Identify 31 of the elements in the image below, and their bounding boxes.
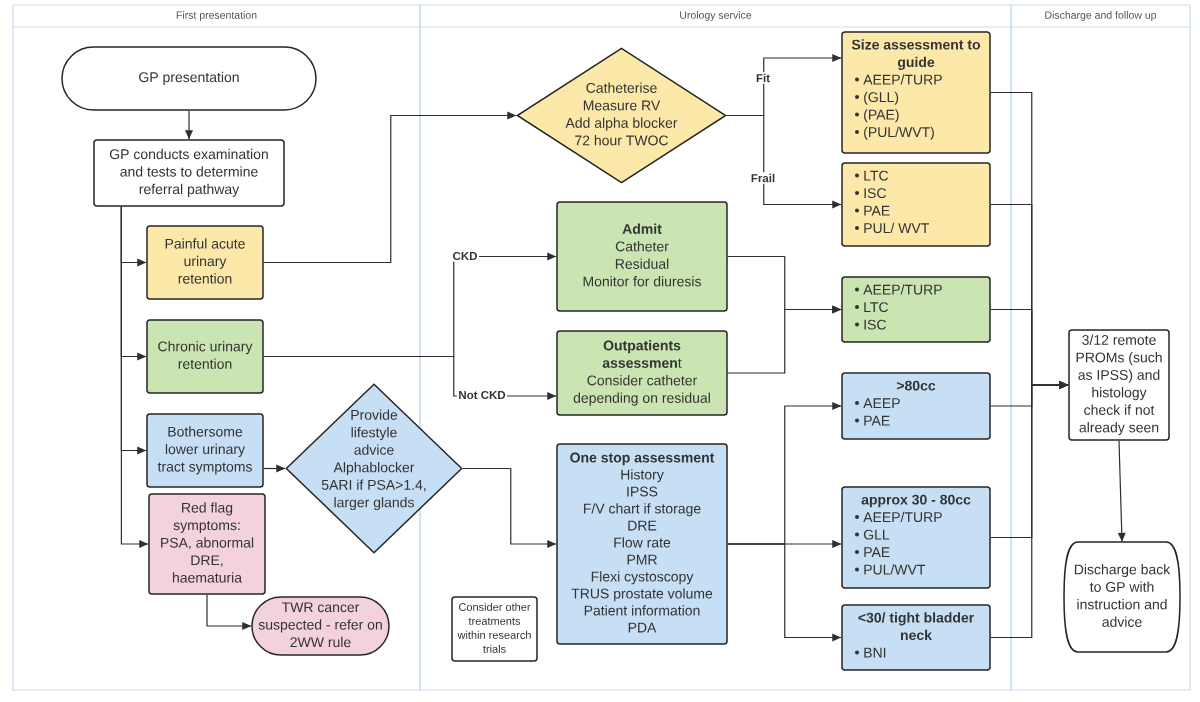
process-box: 3/12 remote PROMs (such as IPSS) and histology check if not already seen [1068, 329, 1170, 441]
connector-arrow [727, 543, 842, 642]
edge-label: Fit [754, 72, 772, 84]
connector-arrow [185, 110, 193, 140]
process-box: One stop assessment History IPSS F/V chart if storage DRE Flow rate PMR Flexi cystoscopy TRUS prostate volume Patient information PDA [556, 443, 728, 645]
process-box: GP conducts examination and tests to determine referral pathway [93, 139, 285, 207]
process-box: >80cc AEEP PAE [841, 372, 991, 440]
edge-label: Not CKD [456, 389, 508, 401]
process-box: AEEP/TURP LTC ISC [841, 276, 991, 343]
connector-arrow [727, 305, 842, 374]
process-box: Size assessment to guide AEEP/TURP (GLL) (PAE) (PUL/WVT) [841, 31, 991, 154]
process-box: Bothersome lower urinary tract symptoms [146, 413, 264, 488]
connector-arrow [206, 594, 252, 630]
connector-arrow [120, 206, 149, 548]
process-box: <30/ tight bladder neck BNI [841, 604, 991, 671]
connector-arrow [990, 381, 1069, 639]
edge-label: Frail [749, 172, 777, 184]
note-box: Consider other treatments within research trials [451, 596, 538, 662]
process-box: LTC ISC PAE PUL/ WVT [841, 162, 991, 247]
process-box: Outpatients assessment Consider catheter depending on residual [556, 330, 728, 416]
connector-arrow [726, 114, 842, 209]
process-box: approx 30 - 80cc AEEP/TURP GLL PAE PUL/WVT [841, 486, 991, 589]
connector-arrow [263, 464, 286, 473]
connector-arrow [462, 467, 557, 548]
process-box: Red flag symptoms: PSA, abnormal DRE, haematuria [148, 493, 266, 595]
process-box: Admit Catheter Residual Monitor for diuresis [556, 201, 728, 312]
edge-label: CKD [451, 250, 479, 262]
connector-arrow [1117, 440, 1126, 543]
process-box: Painful acute urinary retention [146, 225, 264, 300]
connector-arrow [263, 111, 517, 264]
process-box: Chronic urinary retention [146, 319, 264, 394]
